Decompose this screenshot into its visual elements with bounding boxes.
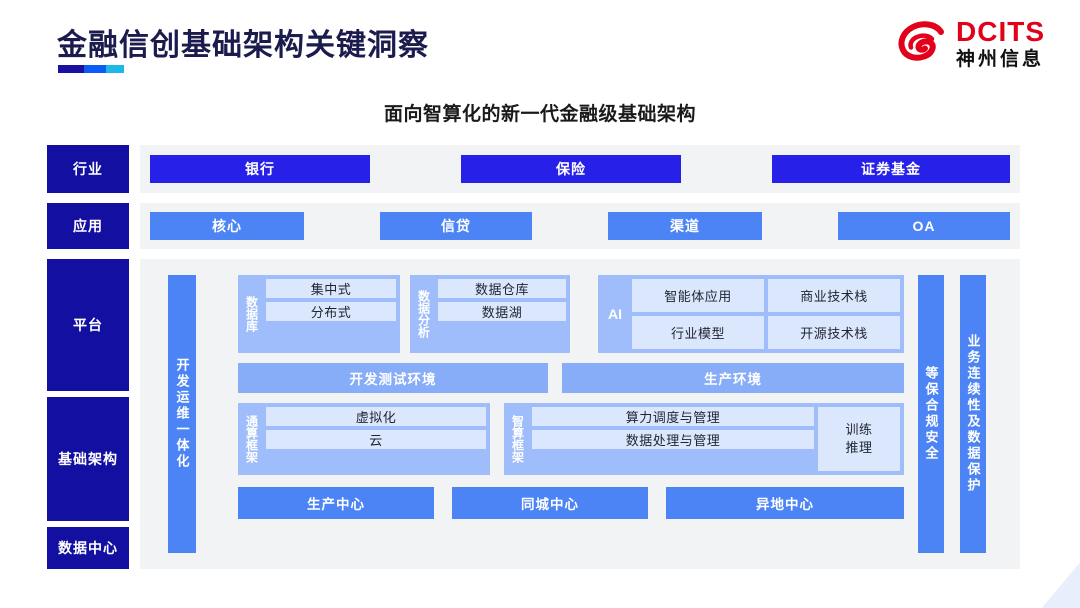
logo-text-cn: 神州信息 [956,49,1045,70]
group-ai: AI 智能体应用 商业技术栈 行业模型 开源技术栈 [598,275,904,353]
training-label: 训练 [845,422,873,438]
infrastructure-tier-frameworks: 通算框架 虚拟化 云 智算框架 算力调度与管理 数据处理与管理 训练 推理 [238,403,904,475]
stage-label-application: 应用 [47,203,129,249]
application-item-core[interactable]: 核心 [150,212,304,240]
stage-label-infrastructure: 基础架构 [47,397,129,521]
industry-item-insurance[interactable]: 保险 [461,155,681,183]
group-data-analysis: 数据分析 数据仓库 数据湖 [410,275,570,353]
platform-content: 数据库 集中式 分布式 数据分析 数据仓库 数据湖 AI 智能体应用 商业技术栈 [238,275,904,553]
datacenter-metro[interactable]: 同城中心 [452,487,648,519]
group-label-ai: AI [608,306,622,322]
inference-label: 推理 [845,440,873,455]
cell-database-centralized[interactable]: 集中式 [266,279,396,298]
env-production[interactable]: 生产环境 [562,363,904,393]
cell-ai-agent-application[interactable]: 智能体应用 [632,279,764,312]
env-dev-test[interactable]: 开发测试环境 [238,363,548,393]
page-subtitle: 面向智算化的新一代金融级基础架构 [383,104,696,125]
industry-item-bank[interactable]: 银行 [150,155,370,183]
datacenter-tier: 生产中心 同城中心 异地中心 [238,487,904,519]
industry-item-securities-fund[interactable]: 证券基金 [772,155,1010,183]
page-title: 金融信创基础架构关键洞察 [57,29,429,62]
group-label-ai-compute: 智算框架 [510,415,525,463]
brand-logo: DCITS 神州信息 [896,18,1045,69]
cell-compute-scheduling[interactable]: 算力调度与管理 [532,407,814,426]
cell-data-lake[interactable]: 数据湖 [438,302,566,321]
cell-data-warehouse[interactable]: 数据仓库 [438,279,566,298]
datacenter-production[interactable]: 生产中心 [238,487,434,519]
group-label-database: 数据库 [244,296,259,332]
cell-ai-commercial-stack[interactable]: 商业技术栈 [768,279,900,312]
cell-ai-industry-model[interactable]: 行业模型 [632,316,764,349]
datacenter-remote[interactable]: 异地中心 [666,487,904,519]
logo-text-en: DCITS [956,16,1045,47]
industry-row-panel: 银行 保险 证券基金 [140,145,1020,193]
application-row-panel: 核心 信贷 渠道 OA [140,203,1020,249]
vertical-column-continuity[interactable]: 业务连续性及数据保护 [960,275,986,553]
stage-label-datacenter: 数据中心 [47,527,129,569]
group-database: 数据库 集中式 分布式 [238,275,400,353]
group-label-general-compute: 通算框架 [244,415,259,463]
page-header: 金融信创基础架构关键洞察 DCITS 神州信息 [0,0,1080,92]
title-accent-bar [58,65,124,73]
application-item-credit[interactable]: 信贷 [380,212,532,240]
application-item-oa[interactable]: OA [838,212,1010,240]
cell-training-inference[interactable]: 训练 推理 [818,407,900,471]
group-label-data-analysis: 数据分析 [416,290,431,338]
swirl-logo-icon [896,19,948,69]
cell-ai-opensource-stack[interactable]: 开源技术栈 [768,316,900,349]
platform-infrastructure-panel: 开发运维一体化 等保合规安全 业务连续性及数据保护 数据库 集中式 分布式 数据… [140,259,1020,569]
group-ai-compute: 智算框架 算力调度与管理 数据处理与管理 训练 推理 [504,403,904,475]
stage-label-platform: 平台 [47,259,129,391]
cell-virtualization[interactable]: 虚拟化 [266,407,486,426]
stage-label-industry: 行业 [47,145,129,193]
cell-data-processing[interactable]: 数据处理与管理 [532,430,814,449]
application-item-channel[interactable]: 渠道 [608,212,762,240]
vertical-column-security[interactable]: 等保合规安全 [918,275,944,553]
cell-database-distributed[interactable]: 分布式 [266,302,396,321]
platform-tier-capabilities: 数据库 集中式 分布式 数据分析 数据仓库 数据湖 AI 智能体应用 商业技术栈 [238,275,904,353]
group-general-compute: 通算框架 虚拟化 云 [238,403,490,475]
cell-cloud[interactable]: 云 [266,430,486,449]
platform-tier-environments: 开发测试环境 生产环境 [238,363,904,393]
vertical-column-devops[interactable]: 开发运维一体化 [168,275,196,553]
